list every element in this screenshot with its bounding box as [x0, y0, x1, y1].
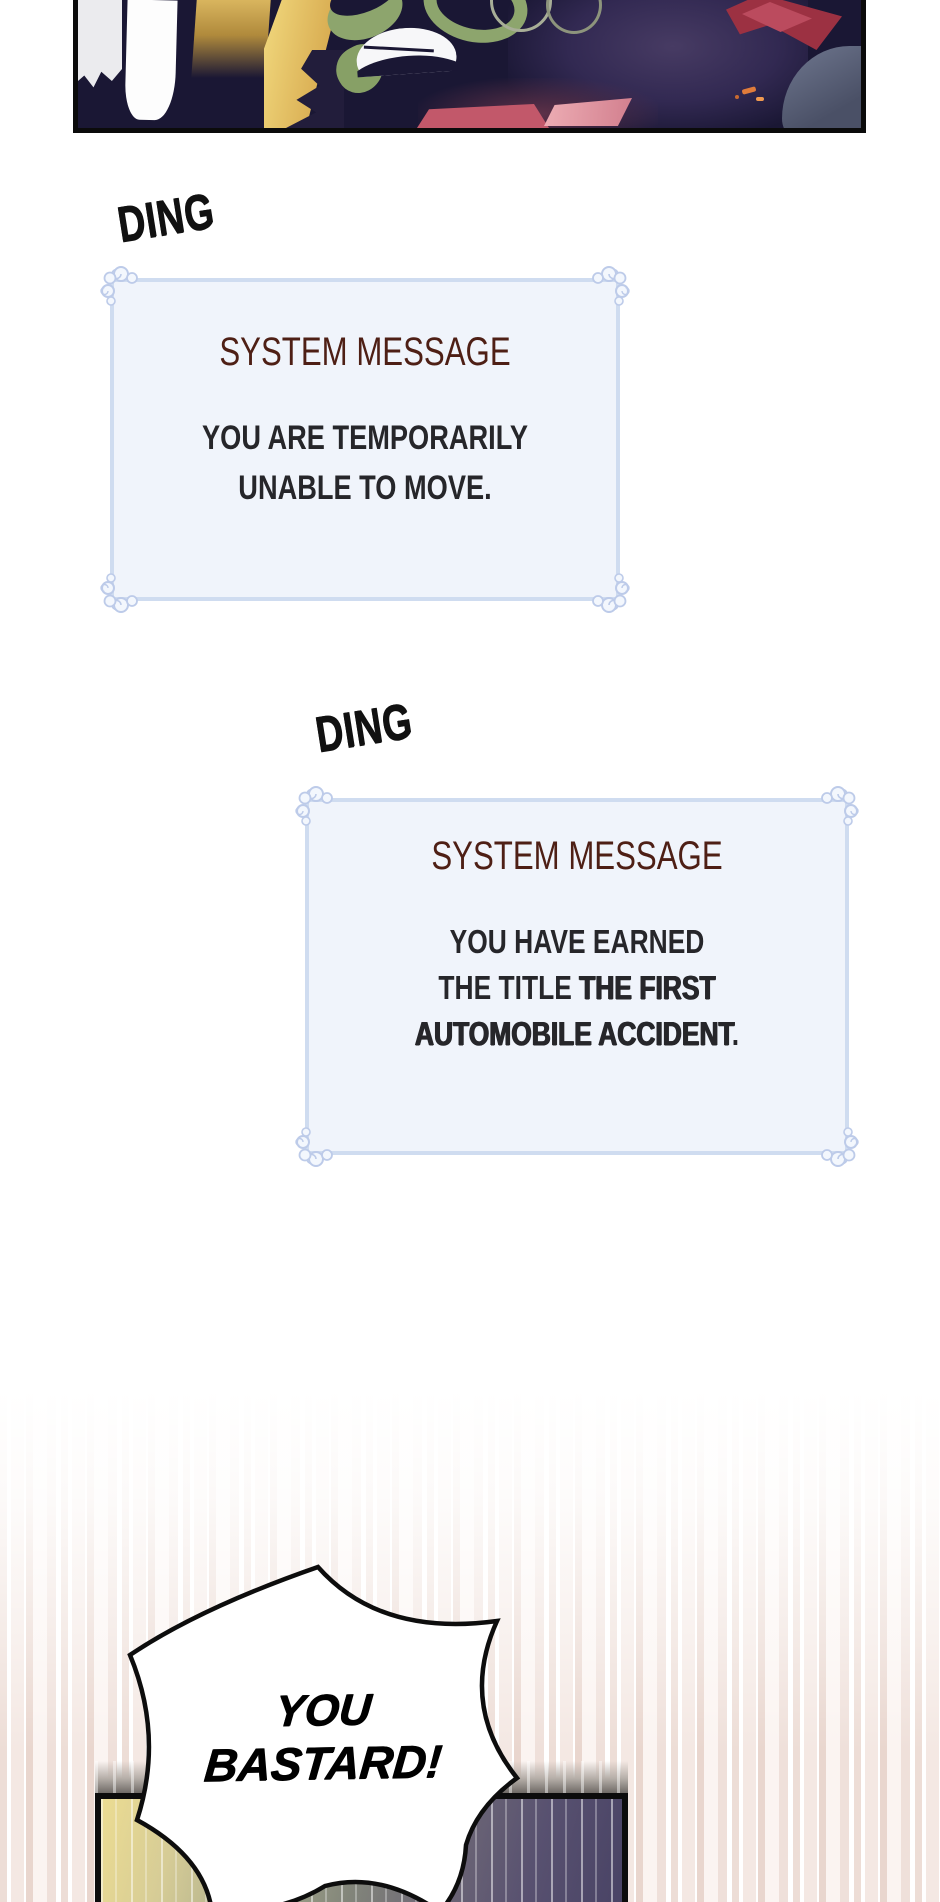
- system-message-body: YOU ARE TEMPORARILY UNABLE TO MOVE.: [114, 413, 616, 513]
- message-line: UNABLE TO MOVE.: [238, 469, 492, 507]
- bubble-text-line-2: BASTARD!: [202, 1734, 444, 1792]
- message-line-bold: AUTOMOBILE ACCIDENT: [414, 1015, 732, 1052]
- panel-art-ember: [756, 97, 764, 101]
- message-line: YOU ARE TEMPORARILY: [202, 419, 528, 457]
- system-message-box-2: SYSTEM MESSAGE YOU HAVE EARNED THE TITLE…: [295, 786, 859, 1167]
- message-line: AUTOMOBILE ACCIDENT.: [363, 1011, 792, 1057]
- message-line-regular: .: [731, 1015, 740, 1052]
- message-line: THE TITLE THE FIRST: [363, 965, 792, 1011]
- panel-art-white-slab: [78, 0, 122, 88]
- system-message-title: SYSTEM MESSAGE: [219, 330, 511, 374]
- comic-panel-top: [73, 0, 866, 133]
- message-line-bold: THE FIRST: [579, 969, 716, 1006]
- system-message-body: YOU HAVE EARNED THE TITLE THE FIRST AUTO…: [309, 919, 845, 1057]
- message-line: YOU HAVE EARNED: [449, 923, 705, 960]
- system-message-title: SYSTEM MESSAGE: [431, 834, 723, 878]
- message-line-regular: THE TITLE: [438, 969, 580, 1006]
- panel-art-ember: [735, 95, 739, 99]
- system-message-box-1: SYSTEM MESSAGE YOU ARE TEMPORARILY UNABL…: [100, 266, 630, 613]
- bubble-text-line-1: YOU: [273, 1685, 373, 1736]
